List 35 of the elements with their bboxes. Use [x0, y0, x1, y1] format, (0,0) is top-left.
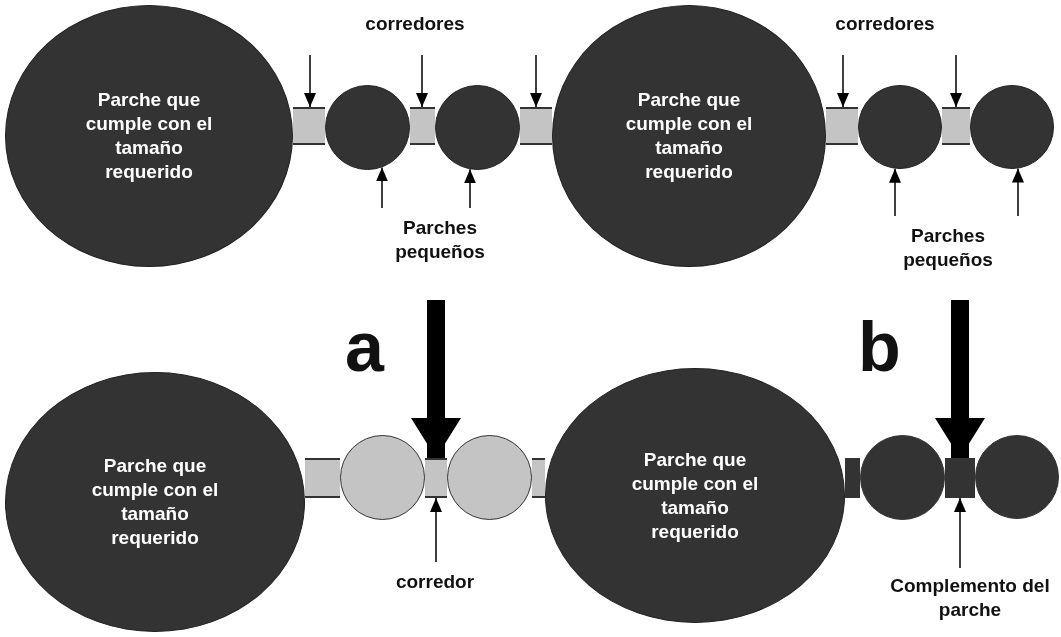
arrow [416, 54, 428, 108]
arrow [950, 54, 962, 108]
callout-text: corredores [834, 12, 936, 36]
block-arrow [411, 300, 461, 458]
callout-text: Parches pequeños [394, 216, 486, 264]
corridor-bar [826, 107, 858, 145]
callout-text: corredores [364, 12, 466, 36]
block-arrow [935, 300, 985, 458]
arrow [376, 166, 388, 209]
corridor-bar [293, 107, 325, 145]
corridor-bar [410, 107, 435, 145]
corridor-bar [305, 458, 340, 498]
patch-label: Parche que cumple con el tamaño requerido [84, 88, 214, 184]
corridor-bar [425, 458, 447, 498]
callout-text: corredor [394, 570, 476, 594]
arrow [837, 54, 849, 108]
corridor-bar [532, 458, 545, 498]
callout-text: Parches pequeños [902, 224, 994, 272]
arrow [954, 497, 966, 569]
patch-label: Parche que cumple con el tamaño requerido [90, 454, 220, 550]
arrow [1012, 167, 1024, 217]
arrow [464, 168, 476, 209]
patch-label: Parche que cumple con el tamaño requerido [624, 88, 754, 184]
arrow [530, 54, 542, 108]
patch-label: Parche que cumple con el tamaño requerido [630, 447, 760, 544]
corridor-bar [945, 458, 975, 498]
arrow [430, 497, 442, 563]
corridor-bar [845, 458, 860, 498]
arrow [304, 54, 316, 108]
corridor-bar [942, 107, 970, 145]
corridor-bar [520, 107, 552, 145]
arrow [889, 167, 901, 217]
edge-label: b [858, 312, 901, 382]
edge-label: a [345, 312, 384, 382]
callout-text: Complemento del parche [889, 574, 1051, 622]
